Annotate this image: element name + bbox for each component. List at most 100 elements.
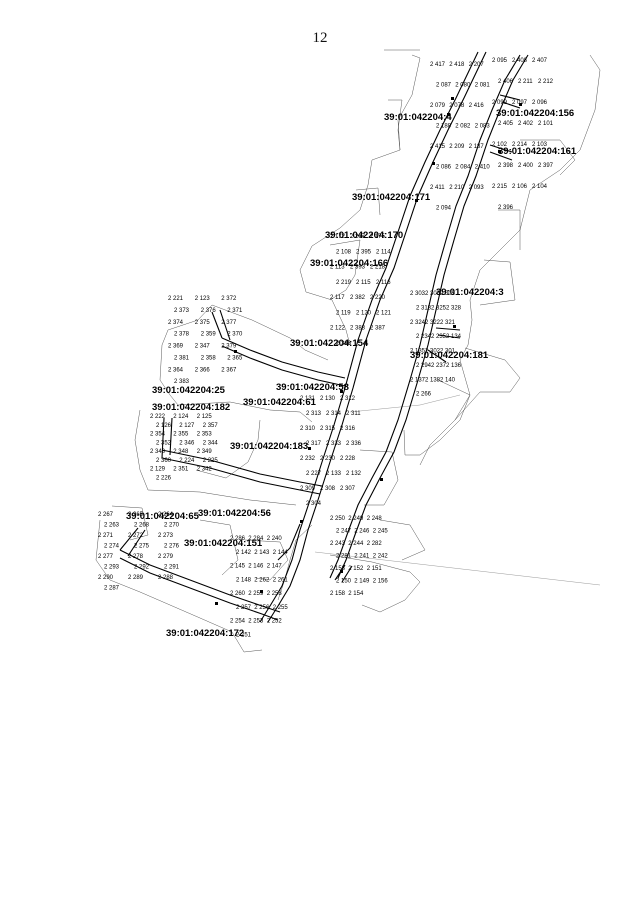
point-label: 2 303 xyxy=(410,291,426,297)
cadastral-number-61: 39:01:042204:61 xyxy=(243,397,317,408)
point-label: 2 130 xyxy=(320,396,336,402)
point-label: 2 291 xyxy=(164,565,180,571)
point-label: 2 227 xyxy=(306,471,322,477)
point-label: 2 209 xyxy=(449,144,465,150)
point-label: 2 149 xyxy=(354,579,370,585)
point-label: 2 336 xyxy=(346,441,362,447)
point-label: 2 286 xyxy=(230,536,246,542)
point-label: 2 080 xyxy=(455,83,471,89)
point-label: 2 263 xyxy=(104,523,120,529)
point-label: 2 250 xyxy=(330,516,346,522)
point-label: 2 310 xyxy=(300,426,316,432)
point-label: 2 304 xyxy=(306,501,322,507)
point-label: 2 126 xyxy=(156,423,172,429)
point-label: 2 351 xyxy=(173,467,189,473)
point-label: 2 136 xyxy=(446,363,462,369)
point-label: 2 260 xyxy=(230,591,246,597)
point-label: 2 253 xyxy=(248,619,264,625)
point-label: 2 096 xyxy=(532,100,548,106)
point-label: 2 119 xyxy=(336,310,351,316)
point-label: 2 154 xyxy=(348,591,364,597)
point-label: 2 410 xyxy=(475,165,491,171)
point-label: 2 342 xyxy=(197,467,213,473)
point-label: 2 210 xyxy=(449,185,465,191)
point-label: 2 278 xyxy=(128,554,144,560)
point-label: 2 079 xyxy=(430,103,446,109)
point-label: 2 365 xyxy=(227,355,243,361)
point-label: 2 108 xyxy=(336,249,352,255)
point-label: 2 094 xyxy=(436,206,452,212)
point-label: 2 398 xyxy=(498,163,514,169)
point-label: 2 314 xyxy=(326,411,342,417)
point-label: 2 266 xyxy=(416,392,432,398)
point-label: 2 354 xyxy=(150,432,166,438)
point-label: 2 309 xyxy=(300,486,316,492)
point-label: 2 093 xyxy=(469,185,485,191)
point-label: 2 115 xyxy=(356,280,371,286)
point-label: 2 237 xyxy=(431,363,447,369)
point-label: 2 124 xyxy=(173,414,189,420)
point-label: 2 120 xyxy=(356,310,372,316)
point-label: 2 287 xyxy=(104,586,120,592)
point-label: 2 316 xyxy=(340,426,356,432)
point-label: 2 225 xyxy=(203,458,219,464)
point-label: 2 272 xyxy=(128,533,144,539)
point-label: 2 131 xyxy=(300,396,316,402)
point-label: 2 153 xyxy=(330,566,346,572)
point-label: 2 101 xyxy=(538,121,554,127)
point-label: 2 275 xyxy=(134,544,150,550)
point-label: 2 219 xyxy=(336,280,352,286)
point-label: 2 268 xyxy=(134,523,150,529)
point-label: 2 217 xyxy=(350,234,366,240)
point-label: 2 292 xyxy=(134,565,150,571)
point-label: 2 262 xyxy=(254,577,270,583)
point-label: 2 082 xyxy=(455,124,471,130)
point-label: 2 083 xyxy=(475,124,491,130)
point-label: 2 242 xyxy=(373,554,389,560)
point-label: 2 221 xyxy=(168,296,184,302)
point-label: 2 346 xyxy=(179,440,195,446)
point-label: 2 256 xyxy=(254,605,270,611)
point-label: 2 417 xyxy=(430,62,446,68)
point-label: 2 353 xyxy=(197,432,213,438)
point-label: 2 104 xyxy=(532,184,548,190)
point-label: 2 348 xyxy=(173,449,189,455)
point-label: 2 133 xyxy=(326,471,342,477)
point-label: 2 383 xyxy=(174,379,190,385)
point-label: 2 235 xyxy=(431,334,447,340)
point-label: 2 357 xyxy=(203,423,219,429)
point-label: 2 251 xyxy=(236,632,252,638)
point-label: 2 211 xyxy=(518,79,533,85)
point-label: 2 102 xyxy=(492,142,508,148)
point-label: 2 405 xyxy=(498,121,514,127)
point-label: 2 305 xyxy=(440,291,456,297)
point-label: 2 132 xyxy=(346,471,362,477)
point-label: 2 103 xyxy=(532,142,548,148)
point-label: 2 220 xyxy=(370,295,386,301)
cadastral-number-170: 39:01:042204:170 xyxy=(325,230,403,241)
point-label: 2 142 xyxy=(236,550,252,556)
point-label: 2 411 xyxy=(430,185,445,191)
point-label: 2 259 xyxy=(248,591,264,597)
point-label: 2 318 xyxy=(416,305,432,311)
point-label: 2 267 xyxy=(98,512,114,518)
cadastral-number-65: 39:01:042204:65 xyxy=(126,511,200,522)
point-label: 2 113 xyxy=(330,265,345,271)
point-label: 2 375 xyxy=(195,320,211,326)
cadastral-number-3: 39:01:042204:3 xyxy=(436,287,504,298)
point-label: 2 156 xyxy=(373,579,389,585)
point-label: 2 369 xyxy=(168,344,184,350)
point-label: 2 273 xyxy=(158,533,174,539)
point-label: 2 158 xyxy=(330,591,346,597)
point-label: 2 146 xyxy=(248,564,264,570)
point-label: 2 122 xyxy=(330,326,346,332)
cadastral-number-156: 39:01:042204:156 xyxy=(496,108,574,119)
point-label: 2 248 xyxy=(367,516,383,522)
point-label: 2 395 xyxy=(356,249,372,255)
point-label: 2 147 xyxy=(267,564,283,570)
point-label: 2 374 xyxy=(168,320,184,326)
point-label: 2 355 xyxy=(173,432,189,438)
point-label: 2 382 xyxy=(350,295,366,301)
cadastral-number-172: 39:01:042204:172 xyxy=(166,628,244,639)
point-label: 2 144 xyxy=(273,550,289,556)
